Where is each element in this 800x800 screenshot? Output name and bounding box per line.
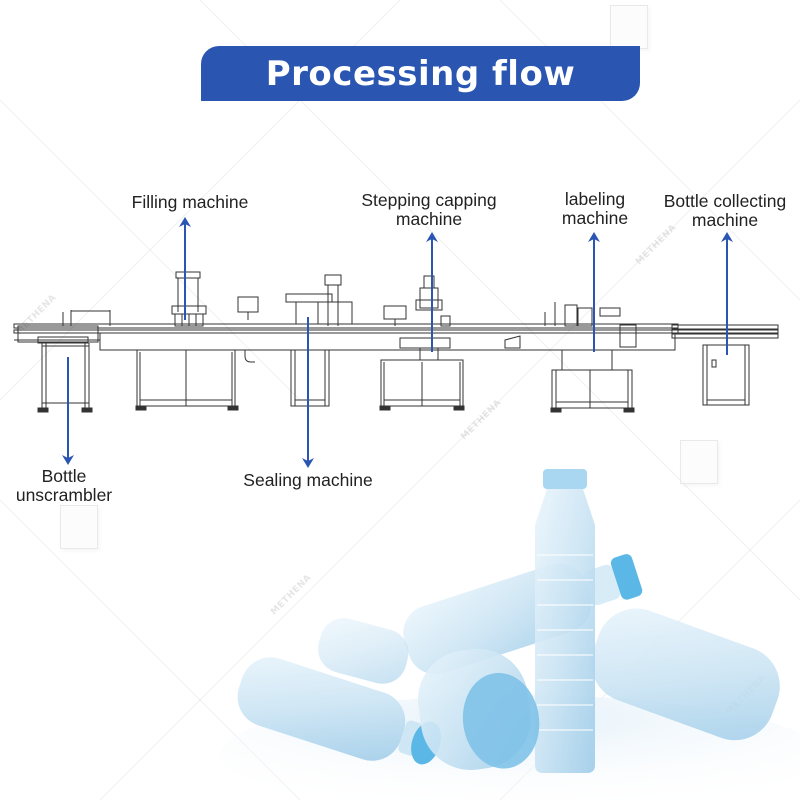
label-line: Sealing machine xyxy=(243,470,373,490)
label-line: machine xyxy=(561,208,629,228)
label-stepping-capping-machine: Stepping capping machine xyxy=(345,191,513,229)
label-line: Bottle xyxy=(41,466,87,486)
conveyor-rail xyxy=(13,323,679,351)
label-labeling-machine: labeling machine xyxy=(545,190,645,228)
bottle-back-small xyxy=(318,618,409,684)
label-line: Bottle collecting xyxy=(663,191,787,211)
label-line: machine xyxy=(395,209,463,229)
bottle-lying-front xyxy=(417,648,540,770)
label-line: machine xyxy=(691,210,759,230)
label-bottle-unscrambler: Bottle unscrambler xyxy=(0,467,128,505)
bottle-lying-right xyxy=(591,608,780,741)
label-line: Stepping capping xyxy=(361,190,497,210)
labeling-machine-drawing xyxy=(544,302,637,413)
page-title: Processing flow xyxy=(265,53,576,94)
bottle-standing xyxy=(535,469,595,773)
unscrambler-machine xyxy=(17,310,111,413)
water-bottles-illustration xyxy=(220,469,800,800)
label-bottle-collecting-machine: Bottle collecting machine xyxy=(650,192,800,230)
capping-machine-drawing xyxy=(379,275,521,411)
label-line: Filling machine xyxy=(131,192,249,212)
title-banner: Processing flow xyxy=(201,46,640,101)
label-line: labeling xyxy=(564,189,626,209)
label-sealing-machine: Sealing machine xyxy=(228,471,388,490)
sealing-machine-drawing xyxy=(285,274,353,407)
label-filling-machine: Filling machine xyxy=(110,193,270,212)
collecting-machine-drawing xyxy=(671,324,779,406)
label-line: unscrambler xyxy=(15,485,113,505)
filling-machine-drawing xyxy=(135,271,259,411)
